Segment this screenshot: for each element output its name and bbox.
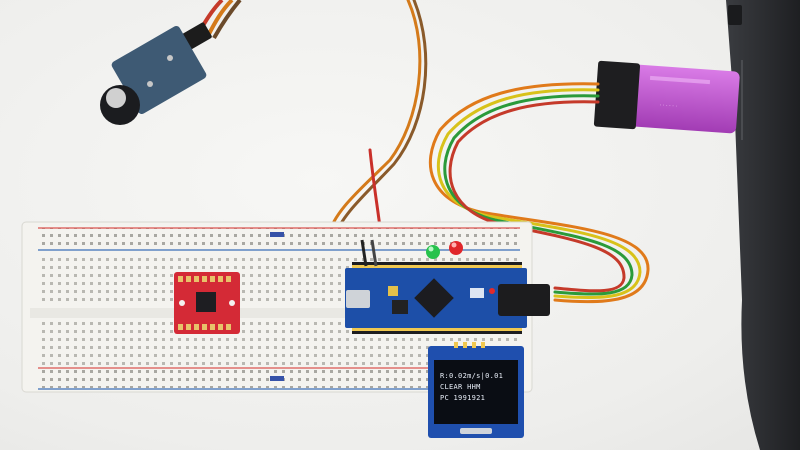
oled-screen xyxy=(434,360,518,424)
jumper-bottom xyxy=(270,376,284,381)
oled-line-1: R:0.02m/s|0.01 xyxy=(440,372,503,380)
programmer-connector xyxy=(593,60,641,130)
oled-display: R:0.02m/s|0.01 CLEAR HHM PC 1991921 xyxy=(428,342,524,438)
oled-line-2: CLEAR HHM xyxy=(440,383,481,391)
laptop-port xyxy=(728,5,742,25)
mcu-debug-header xyxy=(498,284,550,316)
usb-programmer: · · · · · · xyxy=(593,60,740,134)
oled-line-3: PC 1991921 xyxy=(440,394,485,402)
red-sensor-board xyxy=(174,272,240,334)
mcu-board xyxy=(345,239,550,334)
jumper-top xyxy=(270,232,284,237)
laptop xyxy=(726,0,800,450)
leds xyxy=(426,241,463,259)
sensor-chip xyxy=(196,292,216,312)
sound-sensor-module xyxy=(100,0,242,125)
red-led xyxy=(449,241,463,255)
programmer-print: · · · · · · xyxy=(659,103,677,110)
mcu-chip xyxy=(414,278,454,318)
mcu-usb-port xyxy=(346,290,370,308)
green-led xyxy=(426,245,440,259)
